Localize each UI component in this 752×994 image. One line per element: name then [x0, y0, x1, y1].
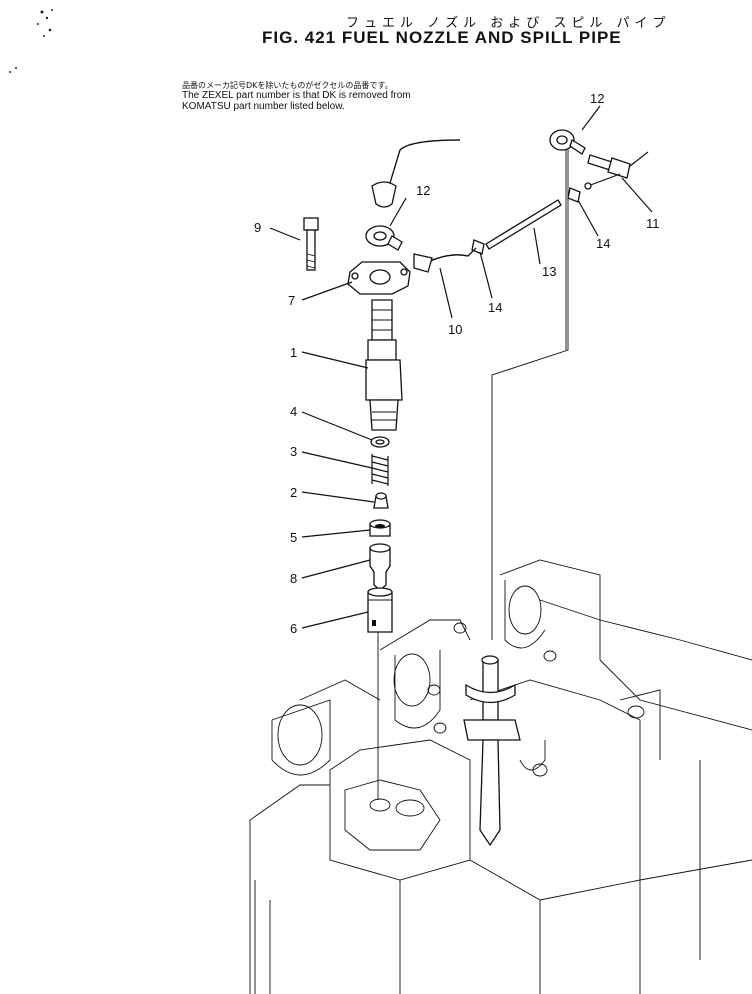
callout-9: 9: [254, 220, 261, 235]
part-10-bent-pipe: [413, 247, 477, 273]
part-5-spacer: [369, 519, 391, 537]
callout-14-lower: 14: [488, 300, 502, 315]
callout-6: 6: [290, 621, 297, 636]
note-line-2: KOMATSU part number listed below.: [182, 101, 345, 112]
note-line-1: The ZEXEL part number is that DK is remo…: [182, 90, 411, 101]
callout-13: 13: [542, 264, 556, 279]
callout-5: 5: [290, 530, 297, 545]
callout-7: 7: [288, 293, 295, 308]
callout-4: 4: [290, 404, 297, 419]
part-13-spill-pipe: [485, 199, 562, 250]
note-japanese: 品番のメーカ記号DKを除いたものがゼクセルの品番です。: [182, 81, 393, 90]
callout-14-upper: 14: [596, 236, 610, 251]
scan-speckles: [9, 9, 53, 73]
leader-lines: [269, 105, 653, 629]
part-9-bolt: [303, 217, 319, 271]
callout-1: 1: [290, 345, 297, 360]
part-6-retaining-nut: [367, 587, 393, 633]
callout-labels: 12 9 7 1 4 3 2 5 8 6 10 14 13 14 12 11: [254, 91, 660, 636]
callout-2: 2: [290, 485, 297, 500]
part-14-clip-lower: [471, 239, 485, 255]
callout-12-lower: 12: [416, 183, 430, 198]
japanese-title: フュエル ノズル および スピル パイプ: [346, 16, 671, 31]
callout-8: 8: [290, 571, 297, 586]
part-11-connector: [584, 151, 649, 190]
part-8-nozzle-tip: [369, 543, 391, 591]
part-4-washer: [370, 436, 390, 448]
callout-3: 3: [290, 444, 297, 459]
part-3-spring: [371, 454, 389, 486]
part-1-nozzle-holder: [365, 299, 403, 431]
callout-12-upper: 12: [590, 91, 604, 106]
figure-title: FIG. 421 FUEL NOZZLE AND SPILL PIPE: [262, 28, 622, 47]
part-12-eye-joint-lower: [365, 225, 403, 251]
part-12-eye-joint-upper: [549, 129, 586, 155]
part-14-clip-upper: [567, 187, 581, 203]
spill-pipe-route: [377, 145, 569, 800]
callout-10: 10: [448, 322, 462, 337]
part-2-spindle: [373, 492, 389, 509]
leak-off-pipe: [371, 139, 461, 208]
installed-nozzle: [463, 655, 521, 847]
callout-11: 11: [646, 216, 660, 231]
engine-block: [249, 559, 752, 994]
part-7-flange: [347, 261, 411, 295]
